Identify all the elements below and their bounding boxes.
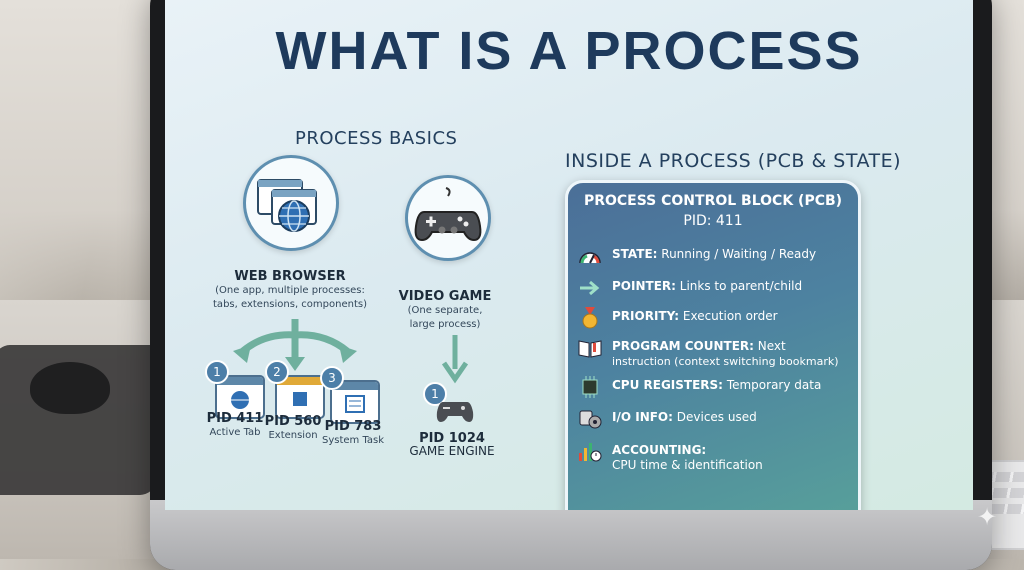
browser-desc-line: (One app, multiple processes:	[215, 285, 365, 296]
game-circle	[405, 175, 491, 261]
pid-caption: Active Tab	[209, 427, 261, 438]
game-pid-caption: GAME ENGINE	[409, 444, 495, 458]
pcb-row-label: PRIORITY:	[612, 309, 680, 323]
pcb-pid: PID: 411	[683, 213, 743, 229]
chart-clock-icon	[579, 443, 602, 462]
pcb-row-label: ACCOUNTING:	[612, 443, 707, 457]
pcb-row-value: Links to parent/child	[679, 279, 803, 293]
pcb-row-value: Execution order	[682, 309, 778, 323]
game-pid-label: PID 1024	[419, 431, 485, 446]
gamepad-icon	[414, 187, 482, 242]
pid-caption: System Task	[321, 435, 385, 446]
slide-title: WHAT IS A PROCESS	[275, 21, 863, 81]
system-task-icon	[345, 395, 365, 413]
pid-label: PID 560	[264, 414, 322, 429]
browser-label-block: WEB BROWSER (One app, multiple processes…	[205, 270, 375, 311]
step-number: 2	[265, 360, 289, 384]
pid-caption-block: PID 411 Active Tab	[195, 412, 275, 439]
game-pid-block: PID 1024 GAME ENGINE	[407, 432, 497, 458]
browser-desc-line: tabs, extensions, components)	[213, 299, 367, 310]
pcb-row-value: Next	[757, 339, 786, 353]
browser-globe-icon	[257, 179, 317, 232]
monitor-chin	[150, 500, 992, 570]
pcb-row-value-2: instruction (context switching bookmark)	[612, 355, 839, 368]
monitor-screen: WHAT IS A PROCESS PROCESS BASICS INSIDE …	[165, 0, 973, 510]
pcb-row-label: POINTER:	[612, 279, 676, 293]
pid-caption-block: PID 783 System Task	[313, 420, 393, 447]
process-basics-heading: PROCESS BASICS	[295, 128, 458, 149]
step-number: 1	[205, 360, 229, 384]
game-down-arrow	[441, 335, 469, 384]
fanout-arrows	[233, 319, 357, 371]
pid-label: PID 783	[324, 419, 382, 434]
book-icon	[578, 340, 602, 358]
pcb-row-label: STATE:	[612, 247, 658, 261]
game-label-block: VIDEO GAME (One separate, large process)	[390, 290, 500, 331]
computer-mouse	[30, 362, 110, 414]
pcb-row-label: I/O INFO:	[612, 410, 673, 424]
sparkle-icon: ✦	[976, 503, 998, 531]
pcb-row-label: CPU REGISTERS:	[612, 378, 723, 392]
game-desc-line: (One separate,	[407, 305, 483, 316]
gauge-icon	[579, 252, 601, 264]
game-label: VIDEO GAME	[398, 289, 492, 304]
pid-box	[215, 375, 265, 419]
chip-icon	[582, 376, 598, 398]
pcb-row-label: PROGRAM COUNTER:	[612, 339, 754, 353]
pid-caption: Extension	[268, 430, 318, 441]
inside-process-heading: INSIDE A PROCESS (PCB & STATE)	[565, 150, 902, 172]
tab-globe-icon	[231, 391, 249, 409]
io-icon	[579, 410, 602, 429]
pcb-row-value: Devices used	[676, 410, 757, 424]
pid-caption-block: PID 560 Extension	[253, 415, 333, 442]
browser-label: WEB BROWSER	[234, 269, 346, 284]
arrow-right-icon	[580, 280, 600, 296]
browser-circle	[243, 155, 339, 251]
extension-icon	[293, 392, 307, 406]
pcb-row-value: Temporary data	[726, 378, 822, 392]
pcb-title: PROCESS CONTROL BLOCK (PCB)	[583, 193, 843, 209]
pid-label: PID 411	[206, 411, 264, 426]
pid-box	[275, 375, 325, 419]
gamepad-small-icon	[436, 402, 474, 422]
pcb-row-value: Running / Waiting / Ready	[661, 247, 817, 261]
step-number: 3	[320, 366, 344, 390]
medal-icon	[582, 307, 598, 329]
game-desc-line: large process)	[409, 319, 481, 330]
pcb-row-value-2: CPU time & identification	[612, 458, 763, 472]
pcb-panel: PROCESS CONTROL BLOCK (PCB) PID: 411 STA…	[565, 180, 861, 510]
